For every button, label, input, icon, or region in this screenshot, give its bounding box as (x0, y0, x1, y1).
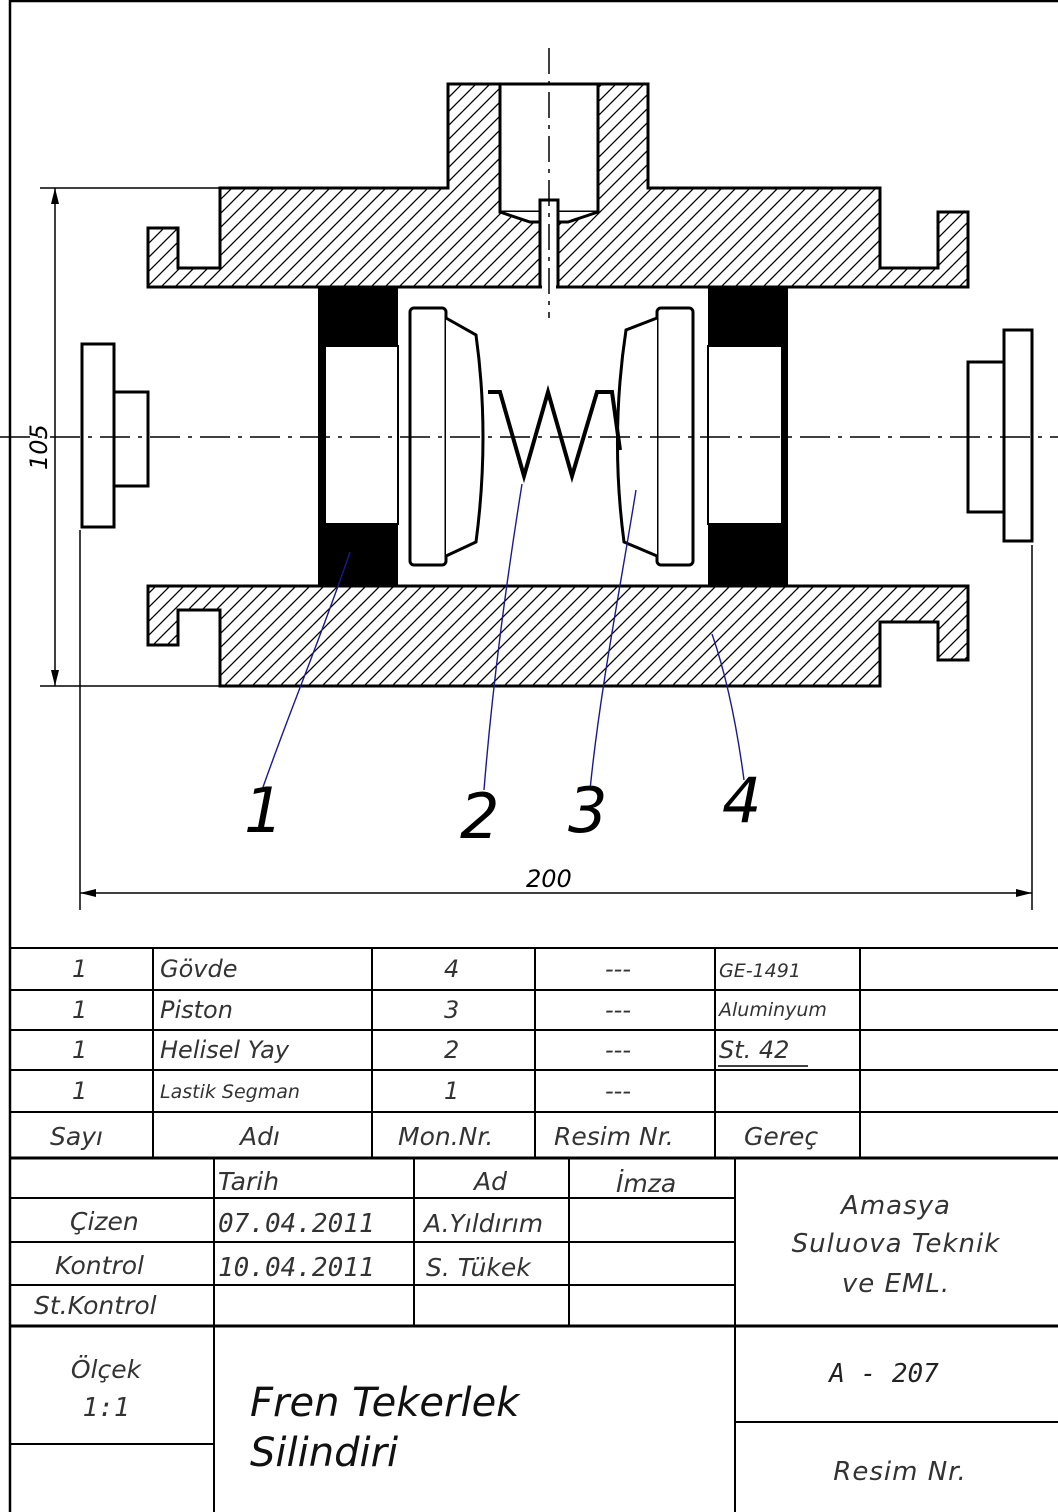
title-block-grid (10, 1158, 1058, 1512)
parts-row-3: 1 Helisel Yay 2 --- St. 42 (72, 1036, 789, 1064)
drawing-code: A - 207 (827, 1359, 939, 1389)
svg-text:Tarih: Tarih (218, 1167, 279, 1196)
svg-text:3: 3 (444, 996, 459, 1024)
school-name: Amasya Suluova Teknik ve EML. (792, 1191, 1001, 1299)
svg-text:10.04.2011: 10.04.2011 (218, 1253, 375, 1283)
leader-3 (589, 489, 637, 791)
drawing-title-line-1: Fren Tekerlek (250, 1380, 521, 1426)
parts-row-1: 1 Gövde 4 --- GE-1491 (72, 955, 801, 983)
height-dimension: 105 (25, 187, 222, 687)
title-block-standard-check-row: St.Kontrol (34, 1291, 157, 1320)
callout-4: 4 (722, 764, 761, 837)
svg-text:---: --- (605, 1077, 631, 1105)
right-push-rod (966, 328, 1034, 543)
svg-text:St. 42: St. 42 (719, 1036, 789, 1064)
svg-text:Gövde: Gövde (160, 955, 237, 983)
svg-text:Mon.Nr.: Mon.Nr. (398, 1122, 493, 1151)
callout-3: 3 (568, 774, 607, 847)
callout-1: 1 (244, 774, 283, 847)
parts-list-table (10, 947, 1058, 1160)
parts-header-row: Sayı Adı Mon.Nr. Resim Nr. Gereç (50, 1122, 818, 1151)
title-block-drawn-by-row: Çizen 07.04.2011 A.Yıldırım (70, 1207, 543, 1239)
leader-4 (711, 633, 745, 781)
svg-text:1: 1 (72, 1077, 87, 1105)
svg-text:Resim Nr.: Resim Nr. (554, 1122, 674, 1151)
svg-text:Suluova Teknik: Suluova Teknik (792, 1229, 1001, 1259)
svg-text:ve EML.: ve EML. (842, 1269, 950, 1299)
helical-spring (488, 384, 622, 484)
svg-text:1: 1 (72, 996, 87, 1024)
sheet-border (8, 0, 1058, 1512)
leader-2 (483, 483, 523, 791)
leader-lines (261, 483, 745, 791)
drawing-title-line-2: Silindiri (250, 1430, 398, 1476)
scale-label: Ölçek (71, 1355, 143, 1384)
svg-text:Kontrol: Kontrol (55, 1251, 144, 1280)
scale-value: 1:1 (83, 1393, 130, 1423)
svg-text:2: 2 (444, 1036, 459, 1064)
housing-section (146, 82, 970, 688)
parts-row-4: 1 Lastik Segman 1 --- (72, 1077, 631, 1105)
svg-text:İmza: İmza (616, 1169, 676, 1198)
rubber-seals (318, 288, 788, 586)
svg-text:1: 1 (444, 1077, 459, 1105)
svg-text:GE-1491: GE-1491 (719, 960, 801, 982)
drawing-number-label: Resim Nr. (833, 1457, 966, 1487)
svg-text:---: --- (605, 996, 631, 1024)
width-dimension: 200 (79, 530, 1033, 910)
svg-text:A.Yıldırım: A.Yıldırım (422, 1209, 543, 1238)
svg-text:Adı: Adı (238, 1122, 280, 1151)
title-block-checked-by-row: Kontrol 10.04.2011 S. Tükek (55, 1251, 532, 1283)
housing-lower-wall (146, 584, 970, 688)
leader-1 (261, 551, 351, 791)
svg-text:---: --- (605, 955, 631, 983)
svg-text:S. Tükek: S. Tükek (426, 1253, 532, 1282)
width-dimension-label: 200 (526, 865, 572, 893)
svg-text:4: 4 (444, 955, 459, 983)
svg-text:Piston: Piston (160, 996, 233, 1024)
svg-text:Helisel Yay: Helisel Yay (160, 1036, 290, 1064)
svg-text:Aluminyum: Aluminyum (717, 999, 827, 1021)
svg-text:07.04.2011: 07.04.2011 (218, 1209, 375, 1239)
svg-text:Gereç: Gereç (744, 1122, 818, 1151)
svg-text:Ad: Ad (472, 1167, 507, 1196)
svg-text:Amasya: Amasya (839, 1191, 951, 1221)
svg-text:---: --- (605, 1036, 631, 1064)
parts-row-2: 1 Piston 3 --- Aluminyum (72, 996, 827, 1024)
title-block-header: Tarih Ad İmza (218, 1167, 676, 1198)
svg-text:St.Kontrol: St.Kontrol (34, 1291, 157, 1320)
svg-text:1: 1 (72, 1036, 87, 1064)
svg-text:Sayı: Sayı (50, 1122, 103, 1151)
callout-2: 2 (460, 780, 499, 853)
left-push-rod (80, 342, 150, 529)
svg-text:1: 1 (72, 955, 87, 983)
svg-text:Lastik Segman: Lastik Segman (160, 1081, 300, 1103)
svg-text:Çizen: Çizen (70, 1207, 139, 1236)
height-dimension-label: 105 (25, 424, 53, 470)
